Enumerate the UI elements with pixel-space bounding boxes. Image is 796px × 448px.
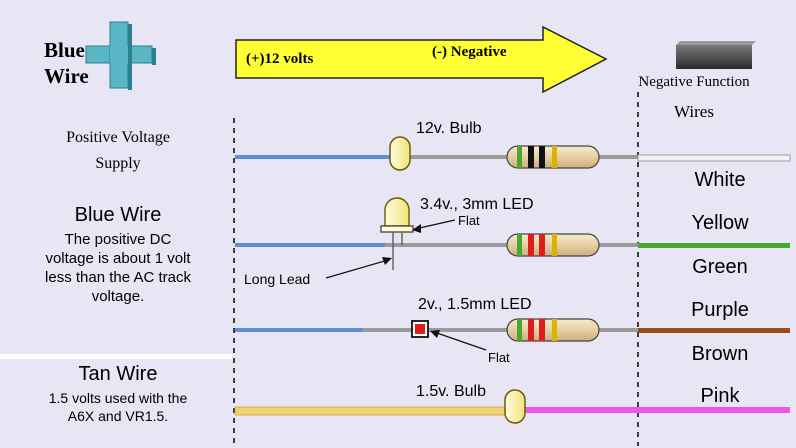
wire-color-purple: Purple xyxy=(691,299,749,321)
blue-wire-title-line1: Blue xyxy=(44,38,85,62)
pink-wire xyxy=(522,407,790,413)
long-lead-label: Long Lead xyxy=(244,271,311,287)
green-wire xyxy=(638,243,790,248)
bulb-1-5v-icon xyxy=(504,389,526,424)
blue-wire-desc-line1: The positive DC xyxy=(64,231,172,248)
blue-wire-desc-line4: voltage. xyxy=(91,288,145,305)
resistor-1-icon xyxy=(506,145,600,169)
section-divider xyxy=(0,354,232,359)
resistor-3-icon xyxy=(506,318,600,342)
tan-wire xyxy=(234,406,508,416)
positive-supply-line1: Positive Voltage xyxy=(66,129,170,146)
bulb-12v-icon xyxy=(389,136,411,171)
negative-function-label-line1: Negative Function xyxy=(638,74,750,90)
blue-wire-desc-line3: less than the AC track xyxy=(45,269,191,286)
circuit-row-3 xyxy=(235,318,790,351)
led-1-5mm-icon xyxy=(411,320,429,338)
blue-cross-icon xyxy=(85,21,156,90)
positive-supply-line2: Supply xyxy=(95,155,141,172)
circuit-row-1 xyxy=(235,136,791,171)
arrow-positive-label: (+)12 volts xyxy=(246,51,314,67)
tan-wire-desc-line1: 1.5 volts used with the xyxy=(48,390,188,406)
circuit-row-2 xyxy=(235,197,790,279)
led-3mm-icon xyxy=(380,197,414,270)
negative-function-label-line2: Wires xyxy=(674,102,714,121)
tan-wire-section-heading: Tan Wire xyxy=(78,363,158,385)
wire-color-yellow: Yellow xyxy=(691,212,749,234)
blue-wire-section-heading: Blue Wire xyxy=(74,204,162,226)
wire-color-white: White xyxy=(694,169,746,191)
bulb-12v-label: 12v. Bulb xyxy=(416,120,482,137)
wire-color-pink: Pink xyxy=(700,385,740,407)
negative-function-block-icon xyxy=(676,41,756,69)
tan-wire-desc-line2: A6X and VR1.5. xyxy=(67,408,169,424)
blue-wire-desc-line2: voltage is about 1 volt xyxy=(45,250,191,267)
led-1-5mm-label: 2v., 1.5mm LED xyxy=(418,296,532,313)
arrow-negative-label: (-) Negative xyxy=(432,44,507,60)
blue-wire-title-line2: Wire xyxy=(44,64,89,88)
wire-color-brown: Brown xyxy=(691,343,749,365)
brown-wire xyxy=(638,328,790,333)
white-wire xyxy=(637,154,791,162)
circuit-row-4 xyxy=(234,389,790,424)
bulb-1-5v-label: 1.5v. Bulb xyxy=(416,383,486,400)
flat-label-2: Flat xyxy=(488,350,510,365)
voltage-arrow xyxy=(235,25,608,94)
resistor-2-icon xyxy=(506,233,600,257)
led-3mm-label: 3.4v., 3mm LED xyxy=(420,196,534,213)
wire-color-green: Green xyxy=(692,256,748,278)
flat-label-1: Flat xyxy=(458,213,480,228)
